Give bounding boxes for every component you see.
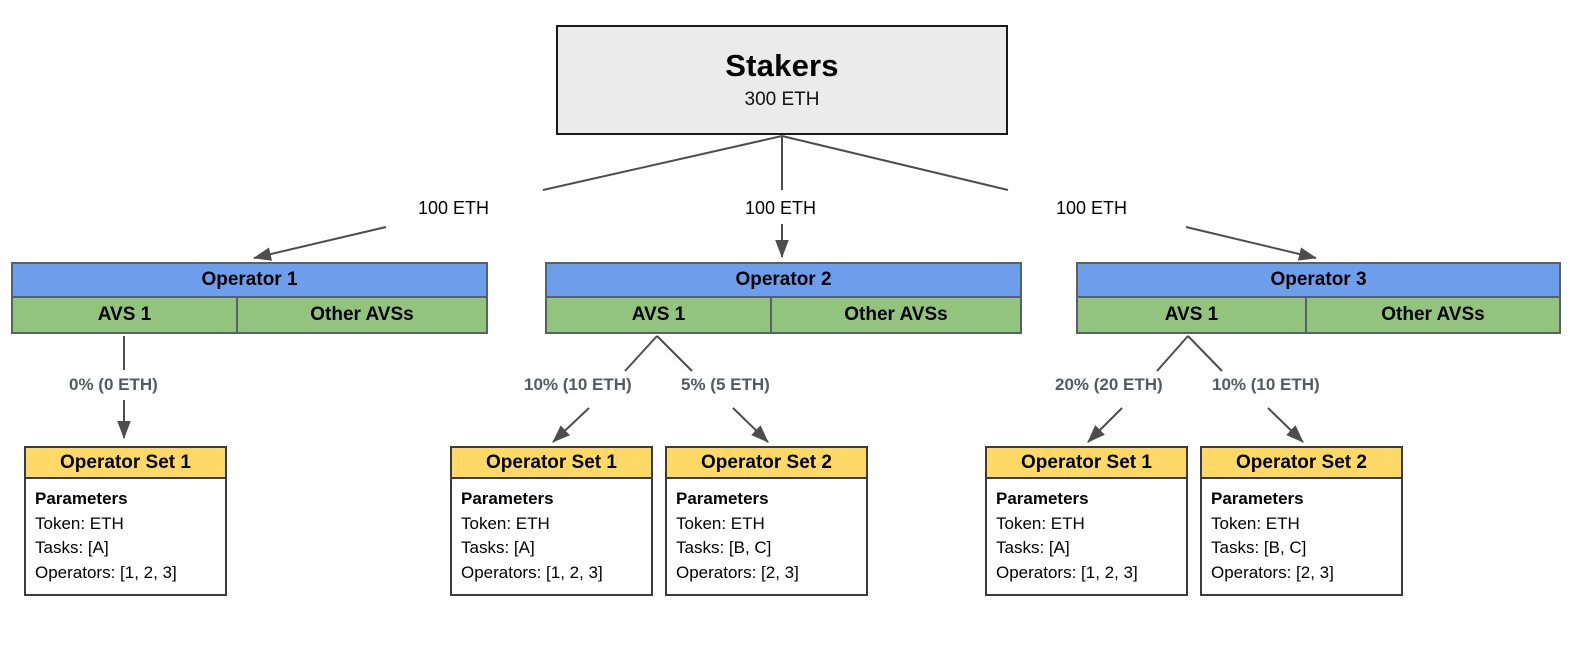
- parameters-heading: Parameters: [1211, 489, 1304, 508]
- edge-op3-avs1-to-set2: [1267, 407, 1304, 443]
- operator-set-node-op2-set1[interactable]: Operator Set 1 Parameters Token: ETH Tas…: [450, 446, 653, 596]
- operator-2-avs-row: AVS 1 Other AVSs: [547, 298, 1020, 332]
- parameters-heading: Parameters: [35, 489, 128, 508]
- edge-stakers-to-operator-1: [253, 226, 387, 261]
- edge-op2-avs1-to-set1: [552, 407, 590, 443]
- operator-2-avs-1-cell[interactable]: AVS 1: [547, 298, 770, 332]
- operator-1-avs-row: AVS 1 Other AVSs: [13, 298, 486, 332]
- operator-node-3[interactable]: Operator 3 AVS 1 Other AVSs: [1076, 262, 1561, 334]
- operator-2-name: Operator 2: [547, 264, 1020, 298]
- parameter-token: Token: ETH: [676, 513, 765, 533]
- operator-node-1[interactable]: Operator 1 AVS 1 Other AVSs: [11, 262, 488, 334]
- operator-set-title: Operator Set 1: [985, 446, 1188, 479]
- edge-stakers-to-operator-3: [1185, 226, 1317, 261]
- operator-3-name: Operator 3: [1078, 264, 1559, 298]
- edge-op3-avs1-to-set1: [1087, 407, 1123, 443]
- parameter-tasks: Tasks: [A]: [461, 538, 535, 558]
- edge-label-stakers-to-operator-3: 100 ETH: [1056, 198, 1128, 218]
- operator-set-node-op3-set1[interactable]: Operator Set 1 Parameters Token: ETH Tas…: [985, 446, 1188, 596]
- allocation-label-op3-set1: 20% (20 ETH): [1055, 375, 1163, 394]
- parameter-tasks: Tasks: [A]: [35, 538, 109, 558]
- stakers-branch-arrows: [253, 224, 1317, 261]
- parameter-token: Token: ETH: [461, 513, 550, 533]
- parameter-tasks: Tasks: [B, C]: [1211, 538, 1307, 558]
- parameters-heading: Parameters: [461, 489, 554, 508]
- operator-1-avs-1-cell[interactable]: AVS 1: [13, 298, 236, 332]
- parameter-tasks: Tasks: [B, C]: [676, 538, 772, 558]
- operator-set-title: Operator Set 1: [450, 446, 653, 479]
- operator-1-name: Operator 1: [13, 264, 486, 298]
- operator-set-body: Parameters Token: ETH Tasks: [A] Operato…: [985, 479, 1188, 596]
- operator-set-title: Operator Set 2: [1200, 446, 1403, 479]
- allocation-label-op2-set2: 5% (5 ETH): [681, 375, 770, 394]
- parameter-operators: Operators: [1, 2, 3]: [35, 562, 177, 582]
- parameter-operators: Operators: [1, 2, 3]: [996, 562, 1138, 582]
- parameters-heading: Parameters: [676, 489, 769, 508]
- stakers-title: Stakers: [725, 48, 839, 84]
- operator-set-body: Parameters Token: ETH Tasks: [A] Operato…: [450, 479, 653, 596]
- parameter-token: Token: ETH: [35, 513, 124, 533]
- stakers-branch-lines: [542, 135, 1009, 191]
- parameter-operators: Operators: [1, 2, 3]: [461, 562, 603, 582]
- edge-op2-avs1-to-set2: [732, 407, 769, 443]
- operator-1-other-avss-cell[interactable]: Other AVSs: [236, 298, 486, 332]
- parameter-token: Token: ETH: [1211, 513, 1300, 533]
- allocation-label-op2-set1: 10% (10 ETH): [524, 375, 632, 394]
- operator-set-body: Parameters Token: ETH Tasks: [B, C] Oper…: [1200, 479, 1403, 596]
- edge-label-stakers-to-operator-1: 100 ETH: [418, 198, 490, 218]
- edge-label-stakers-to-operator-2: 100 ETH: [745, 198, 817, 218]
- allocation-label-op1-set1: 0% (0 ETH): [69, 375, 158, 394]
- operator-set-title: Operator Set 1: [24, 446, 227, 479]
- operator-set-body: Parameters Token: ETH Tasks: [B, C] Oper…: [665, 479, 868, 596]
- parameters-heading: Parameters: [996, 489, 1089, 508]
- operator-set-node-op2-set2[interactable]: Operator Set 2 Parameters Token: ETH Tas…: [665, 446, 868, 596]
- parameter-operators: Operators: [2, 3]: [676, 562, 799, 582]
- operator-set-title: Operator Set 2: [665, 446, 868, 479]
- parameter-tasks: Tasks: [A]: [996, 538, 1070, 558]
- operator-node-2[interactable]: Operator 2 AVS 1 Other AVSs: [545, 262, 1022, 334]
- stakers-node[interactable]: Stakers 300 ETH: [556, 25, 1008, 135]
- allocation-label-op3-set2: 10% (10 ETH): [1212, 375, 1320, 394]
- operator-3-avs-row: AVS 1 Other AVSs: [1078, 298, 1559, 332]
- parameter-token: Token: ETH: [996, 513, 1085, 533]
- operator-set-node-op3-set2[interactable]: Operator Set 2 Parameters Token: ETH Tas…: [1200, 446, 1403, 596]
- operator-2-other-avss-cell[interactable]: Other AVSs: [770, 298, 1020, 332]
- operator-set-node-op1-set1[interactable]: Operator Set 1 Parameters Token: ETH Tas…: [24, 446, 227, 596]
- operator-3-avs-1-cell[interactable]: AVS 1: [1078, 298, 1305, 332]
- parameter-operators: Operators: [2, 3]: [1211, 562, 1334, 582]
- stakers-amount: 300 ETH: [744, 88, 820, 110]
- operator-set-body: Parameters Token: ETH Tasks: [A] Operato…: [24, 479, 227, 596]
- operator-3-other-avss-cell[interactable]: Other AVSs: [1305, 298, 1559, 332]
